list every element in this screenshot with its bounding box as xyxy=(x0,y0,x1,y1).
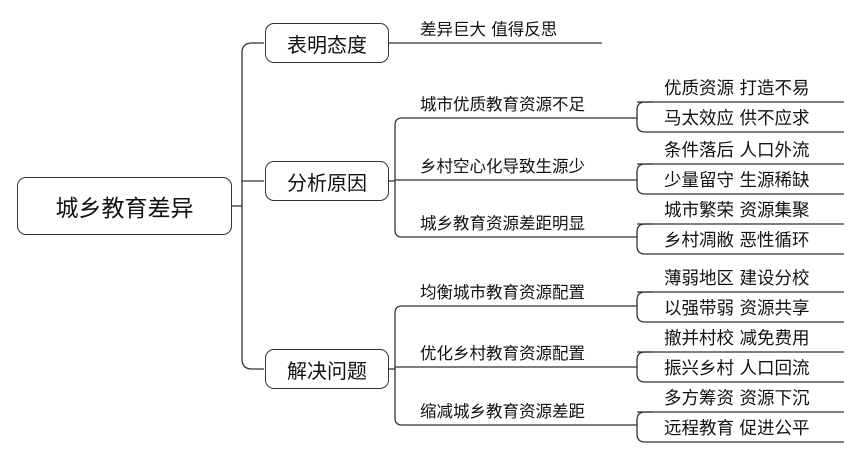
connector-root-trunk xyxy=(241,42,264,370)
sub-topic-label: 优化乡村教育资源配置 xyxy=(420,344,585,363)
leaf-label: 撤并村校 减免费用 xyxy=(664,329,810,349)
leaf-label: 马太效应 供不应求 xyxy=(664,109,810,129)
sub-topic-label: 差异巨大 值得反思 xyxy=(420,20,558,39)
leaf-label: 以强带弱 资源共享 xyxy=(664,299,810,319)
leaf-label: 薄弱地区 建设分校 xyxy=(664,269,810,289)
sub-topic-label: 缩减城乡教育资源差距 xyxy=(420,402,585,421)
leaf-label: 少量留守 生源稀缺 xyxy=(664,171,810,191)
sub-topic-label: 乡村空心化导致生源少 xyxy=(420,157,585,176)
connector-branch-2-trunk xyxy=(394,117,412,238)
leaf-label: 多方筹资 资源下沉 xyxy=(664,389,810,409)
leaf-label: 乡村凋敝 恶性循环 xyxy=(664,231,810,251)
branch-node-solutions[interactable]: 解决问题 xyxy=(265,349,389,389)
sub-topic-label: 城乡教育资源差距明显 xyxy=(420,214,585,233)
root-node[interactable]: 城乡教育差异 xyxy=(17,177,232,235)
connector-branch-3-trunk xyxy=(394,305,412,426)
branch-node-attitude[interactable]: 表明态度 xyxy=(265,23,389,63)
leaf-label: 条件落后 人口外流 xyxy=(664,141,810,161)
leaf-label: 优质资源 打造不易 xyxy=(664,79,810,99)
sub-topic-label: 均衡城市教育资源配置 xyxy=(420,283,585,302)
leaf-label: 振兴乡村 人口回流 xyxy=(664,359,810,379)
leaf-label: 远程教育 促进公平 xyxy=(664,419,810,439)
leaf-label: 城市繁荣 资源集聚 xyxy=(664,201,810,221)
branch-node-causes[interactable]: 分析原因 xyxy=(265,161,389,201)
sub-topic-label: 城市优质教育资源不足 xyxy=(420,95,585,114)
